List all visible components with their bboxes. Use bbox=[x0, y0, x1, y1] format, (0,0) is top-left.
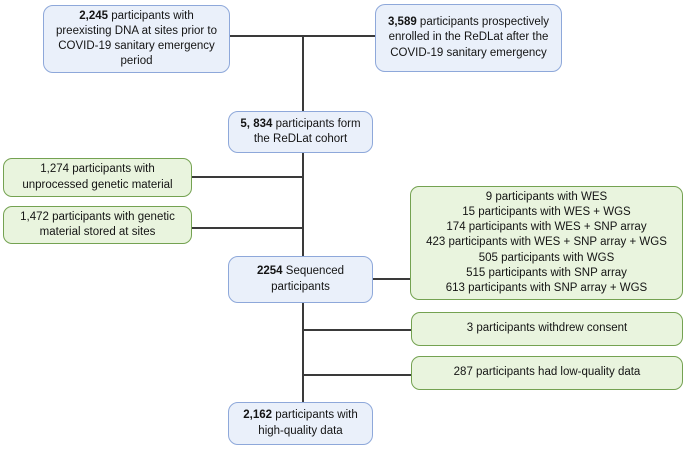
box-redlat-cohort: 5, 834 participants form the ReDLat coho… bbox=[228, 111, 373, 153]
connector-stored bbox=[192, 227, 304, 229]
box-prospective-enrolled-text: 3,589 participants prospectively enrolle… bbox=[382, 15, 555, 61]
connector-withdrew bbox=[304, 329, 411, 331]
cohort-count: 5, 834 bbox=[240, 117, 273, 130]
box-low-quality-data: 287 participants had low-quality data bbox=[411, 356, 683, 390]
cohort-label: participants form the ReDLat cohort bbox=[253, 117, 361, 145]
box-preexisting-dna-text: 2,245 participants with preexisting DNA … bbox=[50, 9, 223, 70]
box-prospective-enrolled: 3,589 participants prospectively enrolle… bbox=[375, 4, 562, 72]
box-stored-material: 1,472 participants with genetic material… bbox=[3, 206, 192, 244]
prospective-label: participants prospectively enrolled in t… bbox=[388, 16, 550, 59]
box-sequenced-participants: 2254 Sequenced participants bbox=[228, 256, 373, 303]
box-high-quality-data: 2,162 participants with high-quality dat… bbox=[228, 402, 373, 445]
prospective-count: 3,589 bbox=[387, 16, 417, 29]
box-withdrew-consent: 3 participants withdrew consent bbox=[411, 312, 683, 346]
breakdown-line-wes: 9 participants with WES bbox=[485, 190, 608, 203]
sequenced-count: 2254 bbox=[257, 265, 283, 278]
connector-cohort-to-sequenced bbox=[302, 153, 304, 257]
preexisting-count: 2,245 bbox=[79, 9, 109, 22]
breakdown-line-wes-snp: 174 participants with WES + SNP array bbox=[446, 221, 647, 234]
box-redlat-cohort-text: 5, 834 participants form the ReDLat coho… bbox=[235, 117, 366, 147]
box-high-quality-data-text: 2,162 participants with high-quality dat… bbox=[235, 408, 366, 438]
box-stored-material-text: 1,472 participants with genetic material… bbox=[20, 210, 175, 238]
breakdown-line-wgs: 505 participants with WGS bbox=[478, 251, 615, 264]
box-sequencing-breakdown-list: 9 participants with WES 15 participants … bbox=[417, 190, 676, 296]
breakdown-line-snp-wgs: 613 participants with SNP array + WGS bbox=[445, 281, 648, 294]
box-preexisting-dna: 2,245 participants with preexisting DNA … bbox=[43, 5, 230, 73]
connector-lowquality bbox=[304, 374, 411, 376]
box-sequenced-participants-text: 2254 Sequenced participants bbox=[235, 264, 366, 294]
box-sequencing-breakdown: 9 participants with WES 15 participants … bbox=[410, 186, 683, 300]
high-quality-label: participants with high-quality data bbox=[258, 409, 358, 437]
box-withdrew-consent-text: 3 participants withdrew consent bbox=[466, 322, 628, 335]
connector-unprocessed bbox=[192, 176, 304, 178]
breakdown-line-snp: 515 participants with SNP array bbox=[466, 266, 627, 279]
box-unprocessed-material-text: 1,274 participants with unprocessed gene… bbox=[22, 163, 173, 191]
connector-top-to-cohort bbox=[302, 36, 304, 112]
sequenced-label: Sequenced participants bbox=[271, 265, 344, 293]
preexisting-label: participants with preexisting DNA at sit… bbox=[55, 9, 218, 68]
box-unprocessed-material: 1,274 participants with unprocessed gene… bbox=[3, 158, 192, 197]
breakdown-line-wes-snp-wgs: 423 participants with WES + SNP array + … bbox=[426, 236, 667, 249]
box-low-quality-data-text: 287 participants had low-quality data bbox=[453, 366, 641, 379]
high-quality-count: 2,162 bbox=[243, 409, 273, 422]
connector-sequenced-to-highquality bbox=[302, 303, 304, 403]
breakdown-line-wes-wgs: 15 participants with WES + WGS bbox=[462, 206, 631, 219]
connector-sequenced-to-breakdown bbox=[373, 278, 410, 280]
